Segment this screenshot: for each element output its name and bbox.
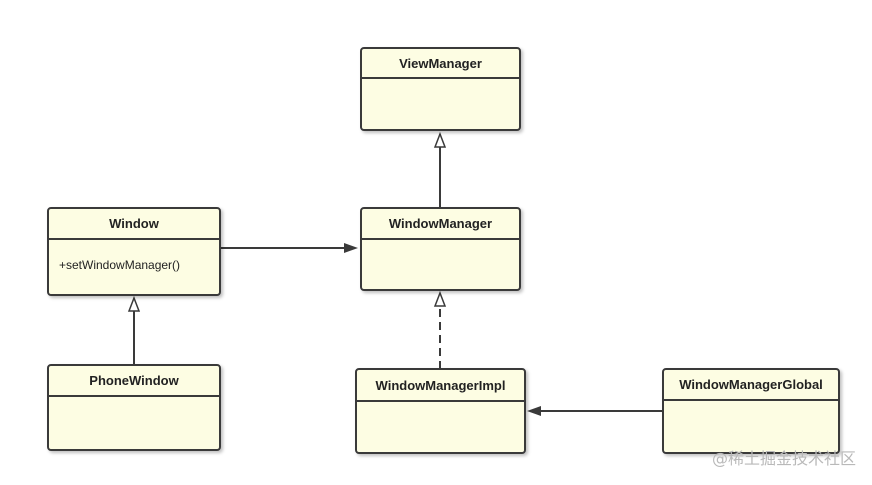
- association-arrowhead: [527, 406, 541, 416]
- class-window: Window +setWindowManager(): [47, 207, 221, 296]
- generalization-arrowhead: [127, 295, 141, 312]
- class-name: WindowManager: [362, 209, 519, 240]
- class-window-manager-impl: WindowManagerImpl: [355, 368, 526, 454]
- class-members: [664, 401, 838, 413]
- class-name: WindowManagerGlobal: [664, 370, 838, 401]
- association-arrowhead: [344, 243, 358, 253]
- class-members: [49, 397, 219, 409]
- watermark: @稀土掘金技术社区: [711, 449, 856, 468]
- class-members: +setWindowManager(): [59, 258, 181, 272]
- generalization-arrowhead: [433, 131, 447, 148]
- class-view-manager: ViewManager: [360, 47, 521, 131]
- class-window-manager-global: WindowManagerGlobal: [662, 368, 840, 454]
- realization-arrowhead: [433, 290, 447, 307]
- class-name: PhoneWindow: [49, 366, 219, 397]
- class-name: ViewManager: [362, 49, 519, 79]
- class-phone-window: PhoneWindow: [47, 364, 221, 451]
- class-members: [362, 79, 519, 91]
- class-members: [362, 240, 519, 252]
- class-window-manager: WindowManager: [360, 207, 521, 291]
- class-name: WindowManagerImpl: [357, 370, 524, 402]
- class-name: Window: [49, 209, 219, 240]
- class-members: [357, 402, 524, 414]
